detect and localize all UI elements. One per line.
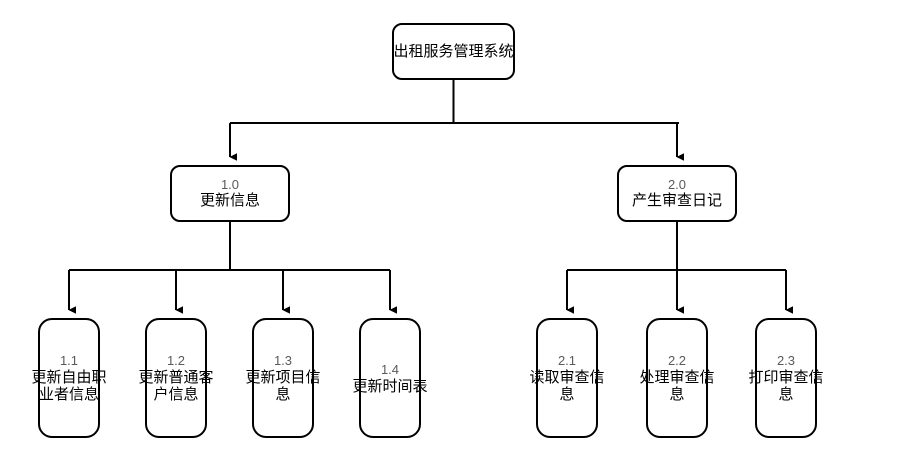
node-1-0-id: 1.0 [220, 177, 240, 192]
node-2-2-label: 处理审查信息 [639, 369, 715, 403]
node-2-0[interactable]: 2.0 产生审查日记 [617, 165, 737, 222]
node-root[interactable]: 出租服务管理系统 [392, 23, 515, 80]
node-1-0-label: 更新信息 [199, 192, 260, 209]
node-1-1-label: 更新自由职业者信息 [31, 369, 107, 403]
node-1-3-id: 1.3 [273, 353, 293, 368]
node-2-3[interactable]: 2.3 打印审查信息 [748, 318, 824, 438]
node-2-0-id: 2.0 [667, 177, 687, 192]
node-1-4-id: 1.4 [380, 361, 400, 377]
node-2-1-id: 2.1 [557, 353, 577, 368]
node-1-2-label: 更新普通客户信息 [138, 369, 214, 403]
node-1-0[interactable]: 1.0 更新信息 [170, 165, 290, 222]
node-1-1-id: 1.1 [59, 353, 79, 368]
node-2-3-id: 2.3 [776, 353, 796, 368]
node-1-3[interactable]: 1.3 更新项目信息 [245, 318, 321, 438]
node-1-1[interactable]: 1.1 更新自由职业者信息 [31, 318, 107, 438]
node-2-0-label: 产生审查日记 [631, 192, 722, 209]
node-2-2[interactable]: 2.2 处理审查信息 [639, 318, 715, 438]
node-1-3-label: 更新项目信息 [245, 369, 321, 403]
node-root-label: 出租服务管理系统 [393, 42, 514, 60]
node-1-2[interactable]: 1.2 更新普通客户信息 [138, 318, 214, 438]
node-1-4[interactable]: 1.4 更新时间表 [352, 318, 428, 438]
node-2-2-id: 2.2 [667, 353, 687, 368]
node-1-2-id: 1.2 [166, 353, 186, 368]
node-2-1[interactable]: 2.1 读取审查信息 [529, 318, 605, 438]
node-2-3-label: 打印审查信息 [748, 369, 824, 403]
node-1-4-label: 更新时间表 [352, 377, 428, 395]
node-2-1-label: 读取审查信息 [529, 369, 605, 403]
